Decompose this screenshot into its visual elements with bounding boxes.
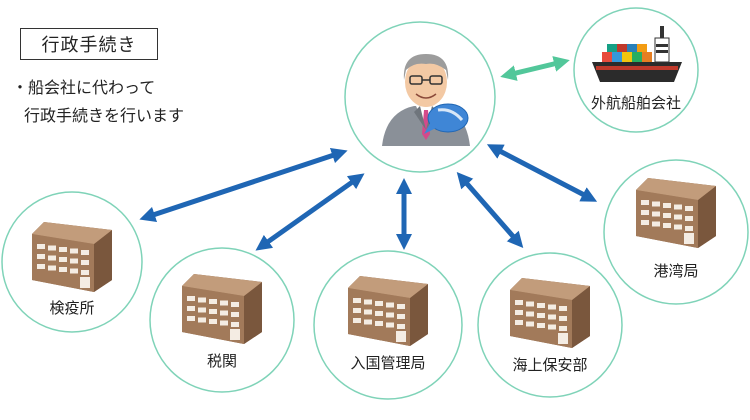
bullet: ・: [12, 78, 29, 97]
office-label-quarantine: 検疫所: [49, 299, 95, 317]
arrow-port-bureau: [486, 144, 598, 202]
office-building-icon: [32, 222, 112, 292]
businessman-with-speech-bubble-icon: [382, 54, 470, 146]
office-label-coast-guard: 海上保安部: [512, 356, 588, 374]
office-building-icon: [510, 278, 590, 348]
description-line-1: ・船会社に代わって: [12, 74, 184, 102]
arrow-coast-guard: [456, 171, 524, 249]
description: ・船会社に代わって 行政手続きを行います: [12, 74, 184, 130]
description-text-1: 船会社に代わって: [28, 78, 156, 97]
arrow-quarantine: [139, 147, 348, 223]
office-building-icon: [182, 274, 262, 344]
page-title: 行政手続き: [20, 28, 158, 60]
page-title-text: 行政手続き: [41, 35, 137, 56]
office-label-customs: 税関: [206, 352, 237, 370]
container-ship-icon: [592, 26, 682, 82]
office-label-port-bureau: 港湾局: [653, 262, 699, 280]
description-line-2: 行政手続きを行います: [24, 106, 185, 125]
office-building-icon: [348, 276, 428, 346]
office-label-immigration: 入国管理局: [350, 354, 426, 372]
shipping-company-label: 外航船舶会社: [590, 94, 681, 112]
arrow-customs: [255, 173, 365, 251]
arrow-shipping-company: [500, 56, 570, 81]
office-building-icon: [636, 178, 716, 248]
